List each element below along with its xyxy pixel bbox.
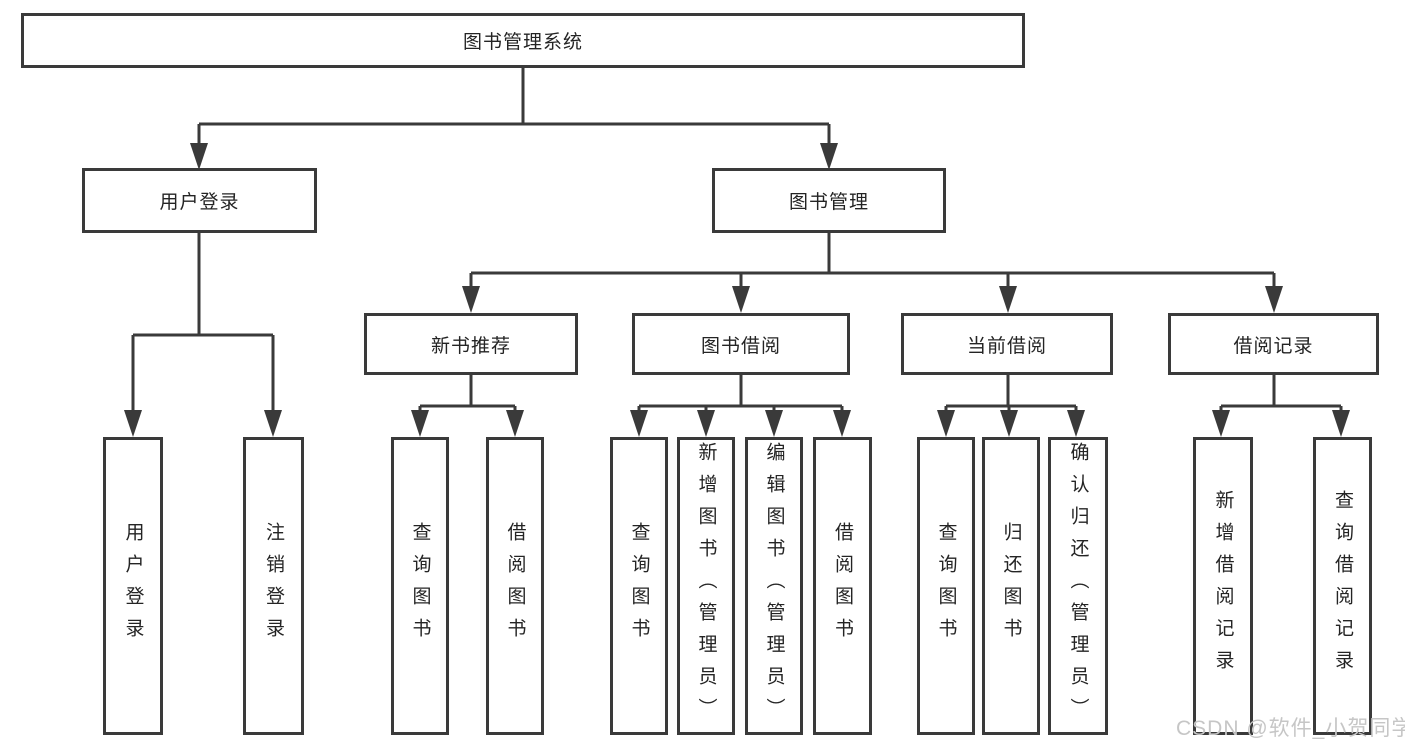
arrowhead xyxy=(462,286,480,313)
node-user-login-label: 用户登录 xyxy=(159,192,240,213)
node-new-book-recommend: 新书推荐 xyxy=(364,313,578,375)
arrowhead xyxy=(820,143,838,170)
leaf-query-books-recommend-label: 查询图书 xyxy=(409,522,431,650)
connector-borrow-records-children xyxy=(1219,375,1343,418)
connector-user-login-children xyxy=(131,233,275,418)
connector-book-management-sections xyxy=(469,233,1276,292)
arrowhead xyxy=(999,286,1017,313)
leaf-return-book-label: 归还图书 xyxy=(1000,522,1022,650)
node-borrow-records: 借阅记录 xyxy=(1168,313,1379,375)
leaf-query-borrow-record: 查询借阅记录 xyxy=(1313,437,1372,735)
arrowhead xyxy=(506,410,524,437)
leaf-query-books-borrow-label: 查询图书 xyxy=(628,522,650,650)
arrowhead xyxy=(411,410,429,437)
arrowhead xyxy=(1332,410,1350,437)
connector-new-book-children xyxy=(418,375,517,418)
leaf-confirm-return-admin-label: 确认归还（管理员） xyxy=(1067,442,1089,730)
node-current-borrow-label: 当前借阅 xyxy=(966,335,1047,357)
leaf-query-books-current: 查询图书 xyxy=(917,437,975,735)
arrowhead xyxy=(765,410,783,437)
arrowhead xyxy=(190,143,208,170)
arrowhead xyxy=(937,410,955,437)
leaf-query-books-recommend: 查询图书 xyxy=(391,437,449,735)
leaf-borrow-books-recommend-label: 借阅图书 xyxy=(504,522,526,650)
connector-root-to-level2 xyxy=(197,68,831,150)
leaf-return-book: 归还图书 xyxy=(982,437,1040,735)
node-root: 图书管理系统 xyxy=(21,13,1025,68)
node-new-book-recommend-label: 新书推荐 xyxy=(430,335,511,357)
leaf-query-borrow-record-label: 查询借阅记录 xyxy=(1332,490,1353,682)
leaf-edit-book-admin: 编辑图书（管理员） xyxy=(745,437,803,735)
arrowhead xyxy=(264,410,282,437)
node-book-borrow-label: 图书借阅 xyxy=(700,335,781,357)
arrowheads xyxy=(124,143,1350,437)
node-book-management: 图书管理 xyxy=(712,168,946,233)
leaf-edit-book-admin-label: 编辑图书（管理员） xyxy=(763,442,785,730)
node-root-label: 图书管理系统 xyxy=(462,32,583,53)
leaf-logout: 注销登录 xyxy=(243,437,304,735)
connector-book-borrow-children xyxy=(637,375,844,418)
leaf-add-book-admin-label: 新增图书（管理员） xyxy=(695,442,717,730)
leaf-borrow-books: 借阅图书 xyxy=(813,437,872,735)
arrowhead xyxy=(1212,410,1230,437)
leaf-query-books-current-label: 查询图书 xyxy=(935,522,957,650)
leaf-add-borrow-record-label: 新增借阅记录 xyxy=(1212,490,1234,682)
leaf-add-borrow-record: 新增借阅记录 xyxy=(1193,437,1253,735)
csdn-watermark: CSDN @软件_小贺同学 xyxy=(1176,717,1405,740)
node-current-borrow: 当前借阅 xyxy=(901,313,1113,375)
arrowhead xyxy=(124,410,142,437)
leaf-confirm-return-admin: 确认归还（管理员） xyxy=(1048,437,1108,735)
arrowhead xyxy=(1265,286,1283,313)
leaf-user-login: 用户登录 xyxy=(103,437,163,735)
node-book-management-label: 图书管理 xyxy=(788,192,869,213)
leaf-add-book-admin: 新增图书（管理员） xyxy=(677,437,735,735)
leaf-logout-label: 注销登录 xyxy=(263,522,284,650)
arrowhead xyxy=(697,410,715,437)
leaf-borrow-books-recommend: 借阅图书 xyxy=(486,437,544,735)
leaf-query-books-borrow: 查询图书 xyxy=(610,437,668,735)
node-book-borrow: 图书借阅 xyxy=(632,313,850,375)
node-user-login: 用户登录 xyxy=(82,168,317,233)
leaf-borrow-books-label: 借阅图书 xyxy=(832,522,853,650)
arrowhead xyxy=(732,286,750,313)
leaf-user-login-label: 用户登录 xyxy=(122,522,144,650)
arrowhead xyxy=(833,410,851,437)
arrowhead xyxy=(1067,410,1085,437)
arrowhead xyxy=(1000,410,1018,437)
node-borrow-records-label: 借阅记录 xyxy=(1233,335,1314,357)
arrowhead xyxy=(630,410,648,437)
